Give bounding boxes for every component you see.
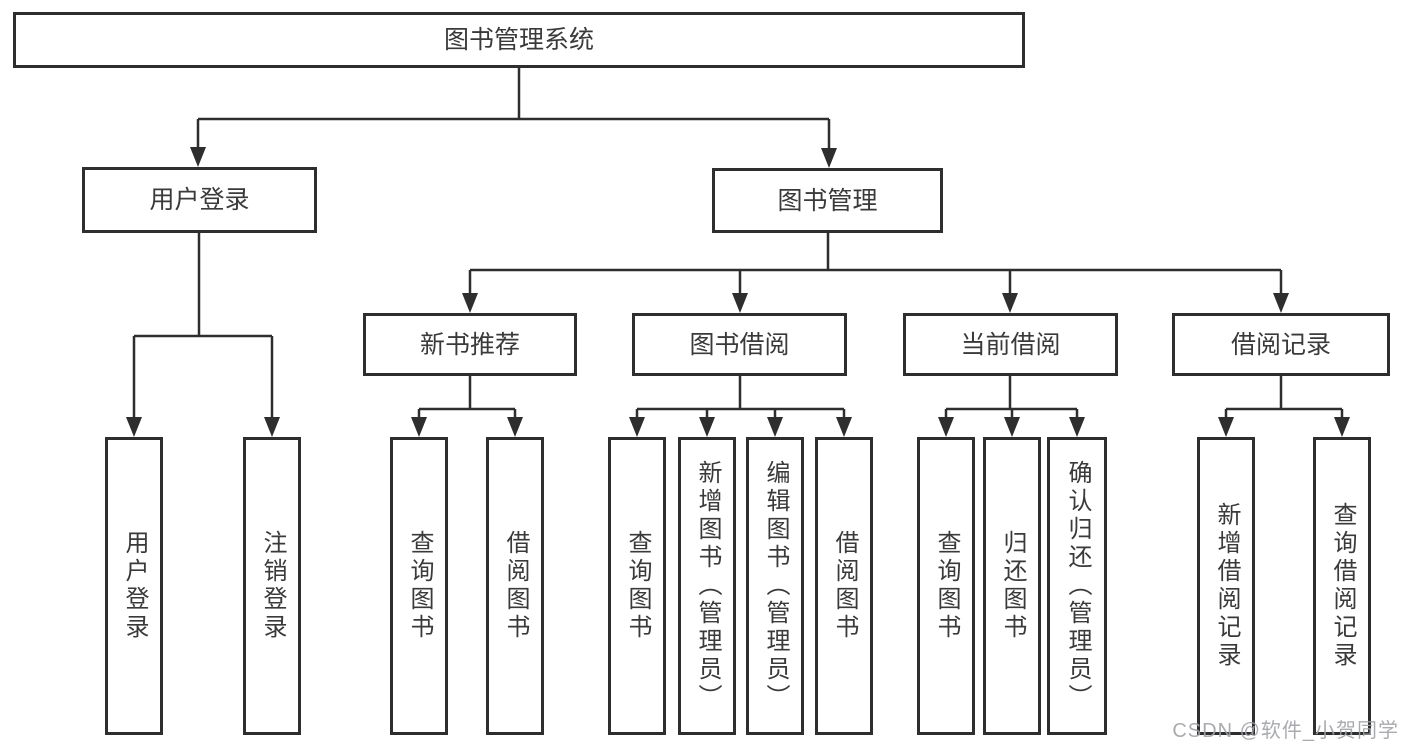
leaf-return-book: 归还图书 — [983, 437, 1041, 735]
arrowhead-icon — [462, 293, 478, 313]
arrowhead-icon — [1069, 417, 1085, 437]
leaf-borrow-books: 借阅图书 — [815, 437, 873, 735]
arrowhead-icon — [264, 417, 280, 437]
leaf-borrow-books-recommend: 借阅图书 — [486, 437, 544, 735]
leaf-add-book-admin: 新增图书（管理员） — [678, 437, 736, 735]
node-root-system: 图书管理系统 — [13, 12, 1025, 68]
arrowhead-icon — [411, 417, 427, 437]
leaf-query-books-current: 查询图书 — [917, 437, 975, 735]
node-current-borrow: 当前借阅 — [903, 313, 1118, 376]
arrowhead-icon — [821, 148, 837, 168]
arrowhead-icon — [1218, 417, 1234, 437]
arrowhead-icon — [1004, 417, 1020, 437]
node-book-borrow: 图书借阅 — [632, 313, 847, 376]
arrowhead-icon — [699, 417, 715, 437]
arrowhead-icon — [1273, 293, 1289, 313]
arrowhead-icon — [190, 147, 206, 167]
node-user-login: 用户登录 — [82, 167, 317, 233]
arrowhead-icon — [1002, 293, 1018, 313]
arrowhead-icon — [732, 293, 748, 313]
arrowhead-icon — [126, 417, 142, 437]
leaf-edit-book-admin: 编辑图书（管理员） — [746, 437, 804, 735]
arrowhead-icon — [629, 417, 645, 437]
node-book-management: 图书管理 — [712, 168, 943, 233]
leaf-query-borrow-record: 查询借阅记录 — [1313, 437, 1371, 735]
leaf-confirm-return-admin: 确认归还（管理员） — [1047, 437, 1107, 735]
arrowhead-icon — [767, 417, 783, 437]
node-new-book-recommend: 新书推荐 — [363, 313, 577, 376]
arrowhead-icon — [938, 417, 954, 437]
node-borrow-records: 借阅记录 — [1172, 313, 1390, 376]
leaf-query-books-recommend: 查询图书 — [390, 437, 448, 735]
leaf-logout: 注销登录 — [243, 437, 301, 735]
arrowhead-icon — [836, 417, 852, 437]
leaf-add-borrow-record: 新增借阅记录 — [1197, 437, 1255, 735]
leaf-user-login: 用户登录 — [105, 437, 163, 735]
csdn-watermark: CSDN @软件_小贺同学 — [1172, 720, 1399, 742]
arrowhead-icon — [1334, 417, 1350, 437]
arrowhead-icon — [507, 417, 523, 437]
leaf-query-books-borrow: 查询图书 — [608, 437, 666, 735]
